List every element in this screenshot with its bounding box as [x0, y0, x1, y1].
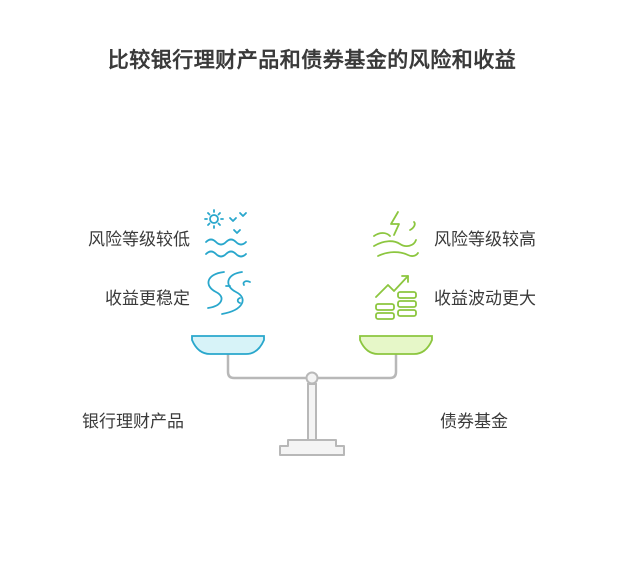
- growth-coins-icon: [375, 275, 417, 320]
- sun-waves-icon: [204, 209, 247, 258]
- right-risk-label: 风险等级较高: [434, 230, 536, 250]
- scale-base: [279, 439, 345, 456]
- right-product-label: 债券基金: [440, 412, 508, 432]
- left-pan: [191, 335, 265, 355]
- page-title: 比较银行理财产品和债券基金的风险和收益: [107, 48, 517, 72]
- left-risk-label: 风险等级较低: [88, 230, 190, 250]
- lightning-wind-icon: [373, 211, 419, 257]
- left-product-label: 银行理财产品: [82, 412, 184, 432]
- winding-river-icon: [207, 271, 251, 315]
- right-return-label: 收益波动更大: [434, 289, 536, 309]
- left-return-label: 收益更稳定: [105, 289, 190, 309]
- scale-pillar: [307, 383, 317, 441]
- scale-pivot: [305, 371, 319, 385]
- right-pan: [359, 335, 433, 355]
